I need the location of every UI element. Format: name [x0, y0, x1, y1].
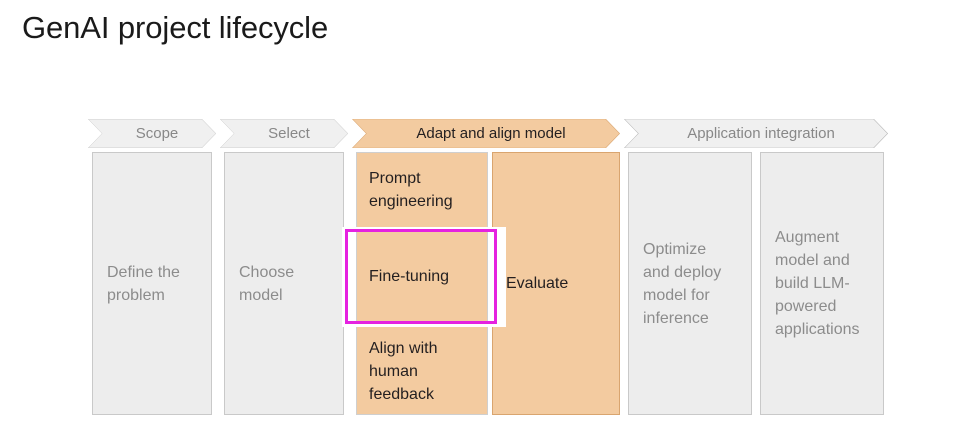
phase-chevron-select-label: Select	[268, 125, 310, 142]
chevron-fill	[625, 119, 887, 148]
task-card-fine-tuning-highlighted[interactable]: Fine-tuning	[356, 230, 488, 322]
lifecycle-diagram: Scope Select Adapt and align model Appli…	[88, 119, 888, 415]
phase-header-row: Scope Select Adapt and align model Appli…	[88, 119, 888, 148]
phase-chevron-application-integration[interactable]: Application integration	[624, 119, 888, 148]
phase-chevron-scope[interactable]: Scope	[88, 119, 216, 148]
chevron-fill	[88, 119, 215, 148]
phase-chevron-adapt-label: Adapt and align model	[416, 125, 566, 142]
task-card-fine-tuning-highlighted-label: Fine-tuning	[369, 267, 450, 285]
page-title: GenAI project lifecycle	[22, 10, 329, 45]
task-card-augment-model-label: Augment model and build LLM-powered appl…	[775, 229, 860, 338]
task-card-evaluate-label: Evaluate	[506, 275, 569, 292]
task-card-choose-model-label: Choose model	[239, 263, 295, 304]
phase-chevron-integration-label: Application integration	[687, 125, 835, 142]
task-card-evaluate[interactable]: Evaluate	[492, 152, 620, 415]
task-card-prompt-engineering-label: Prompt engineering	[369, 170, 453, 210]
task-card-define-the-problem-label: Define the problem	[107, 263, 180, 304]
task-card-define-the-problem[interactable]: Define the problem	[92, 152, 212, 415]
task-card-optimize-and-deploy-label: Optimize and deploy model for inference	[643, 240, 722, 327]
task-card-augment-model[interactable]: Augment model and build LLM-powered appl…	[760, 152, 884, 415]
phase-chevron-select[interactable]: Select	[220, 119, 348, 148]
chevron-fill	[220, 119, 347, 148]
task-card-optimize-and-deploy[interactable]: Optimize and deploy model for inference	[628, 152, 752, 415]
task-card-align-with-human-feedback-label: Align with human feedback	[369, 340, 438, 403]
chevron-fill	[353, 119, 619, 148]
task-card-prompt-engineering[interactable]: Prompt engineering	[356, 152, 488, 230]
phase-chevron-scope-label: Scope	[135, 125, 179, 142]
task-card-choose-model[interactable]: Choose model	[224, 152, 344, 415]
phase-chevron-adapt-and-align-model[interactable]: Adapt and align model	[352, 119, 620, 148]
task-card-align-with-human-feedback[interactable]: Align with human feedback	[356, 322, 488, 415]
